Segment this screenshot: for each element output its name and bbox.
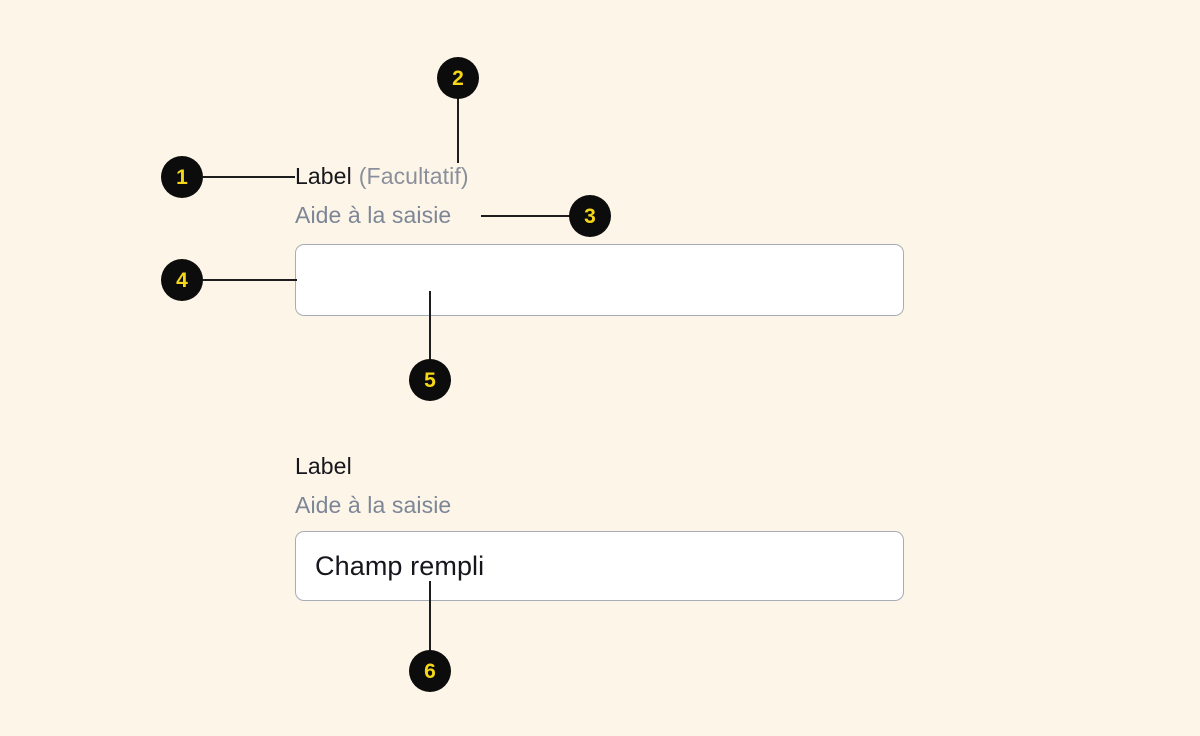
field-label-row: Label (295, 450, 904, 482)
leader-line-6 (429, 581, 431, 652)
leader-line-3 (481, 215, 571, 217)
field-label-row: Label(Facultatif) (295, 160, 904, 192)
annotation-badge-2: 2 (437, 57, 479, 99)
text-input-empty[interactable] (295, 244, 904, 316)
leader-line-4 (203, 279, 297, 281)
form-field-filled: Label Aide à la saisie (295, 450, 904, 601)
field-optional-marker: (Facultatif) (358, 163, 469, 189)
text-input-filled[interactable] (295, 531, 904, 601)
field-helper-text: Aide à la saisie (295, 202, 452, 228)
field-label: Label (295, 163, 352, 189)
annotation-badge-1: 1 (161, 156, 203, 198)
form-field-empty: Label(Facultatif) Aide à la saisie (295, 160, 904, 316)
field-label: Label (295, 453, 352, 479)
annotation-badge-6: 6 (409, 650, 451, 692)
annotation-badge-3: 3 (569, 195, 611, 237)
annotation-badge-4: 4 (161, 259, 203, 301)
field-helper-text: Aide à la saisie (295, 492, 452, 518)
leader-line-1 (203, 176, 295, 178)
annotation-badge-5: 5 (409, 359, 451, 401)
leader-line-2 (457, 95, 459, 163)
leader-line-5 (429, 291, 431, 361)
